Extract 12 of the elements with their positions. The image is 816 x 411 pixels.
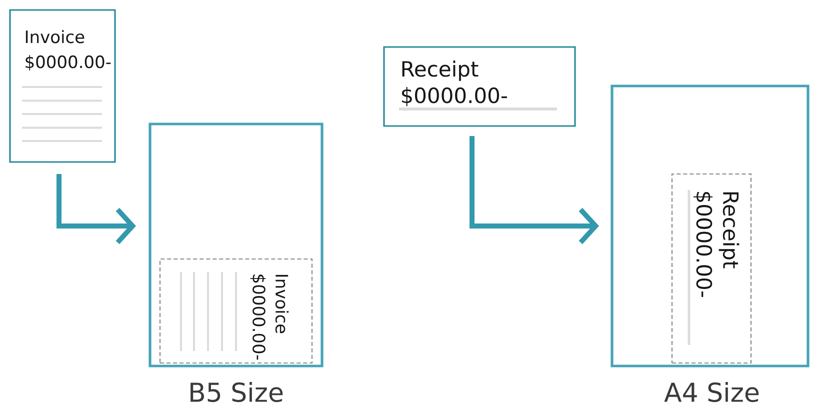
amount-text: $0000.00- xyxy=(26,55,111,70)
amount-text: $0000.00- xyxy=(693,192,713,297)
size-label: A4 Size xyxy=(664,382,759,402)
title-text: Receipt xyxy=(402,60,478,81)
title-text: Invoice xyxy=(26,30,84,44)
amount-text: $0000.00- xyxy=(250,274,266,360)
title-text: Receipt xyxy=(718,192,740,268)
arrow xyxy=(470,136,600,244)
arrow xyxy=(56,174,136,244)
title-text: Invoice xyxy=(275,274,289,334)
amount-text: $0000.00- xyxy=(402,87,507,106)
size-label: B5 Size xyxy=(190,382,283,402)
